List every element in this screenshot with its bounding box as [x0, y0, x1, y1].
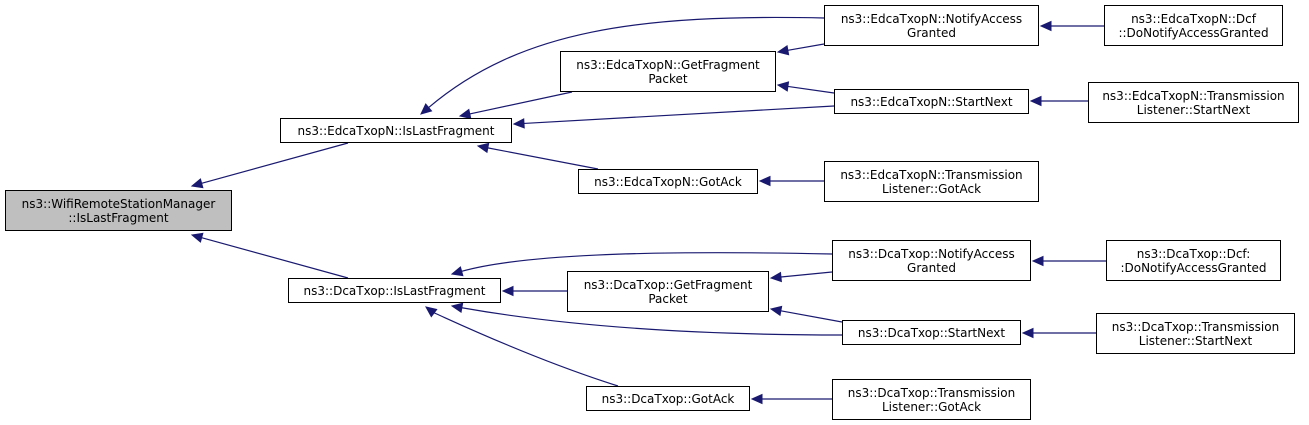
arrowhead-icon — [476, 142, 490, 154]
node-label: ns3::EdcaTxopN::Dcf — [1131, 11, 1256, 26]
edge-edca-getfrag-to-edca-islast — [458, 91, 573, 119]
edge-dca-getfrag-to-dca-islast — [501, 285, 567, 297]
edge-dca-tl-startnext-to-dca-startnext — [1021, 327, 1096, 339]
edge-line — [461, 307, 843, 336]
arrowhead-icon — [758, 175, 771, 187]
edge-edca-tl-startnext-to-edca-startnext — [1029, 95, 1088, 107]
node-edcatxopn-startnext[interactable]: ns3::EdcaTxopN::StartNext — [834, 89, 1029, 114]
arrowhead-icon — [450, 266, 464, 277]
node-label: Packet — [648, 291, 688, 306]
arrowhead-icon — [1029, 95, 1042, 107]
node-wifiremotestationmanager-islastfragment: ns3::WifiRemoteStationManager::IsLastFra… — [5, 190, 232, 231]
node-edcatxopn-islastfragment[interactable]: ns3::EdcaTxopN::IsLastFragment — [280, 118, 512, 143]
arrowhead-icon — [425, 306, 438, 318]
edge-dca-startnext-to-dca-islast — [450, 302, 843, 336]
edge-dca-tl-gotack-to-dca-gotack — [750, 393, 832, 405]
edge-line — [787, 85, 835, 94]
node-dcatxop-islastfragment[interactable]: ns3::DcaTxop::IsLastFragment — [288, 278, 501, 303]
node-label: ns3::EdcaTxopN::GetFragment — [576, 57, 760, 72]
node-label: ns3::EdcaTxopN::NotifyAccess — [840, 11, 1023, 26]
arrowhead-icon — [1021, 327, 1034, 339]
arrowhead-icon — [450, 302, 464, 314]
edge-line — [201, 237, 349, 279]
arrowhead-icon — [750, 393, 763, 405]
node-label: Packet — [648, 71, 688, 86]
node-label: ns3::DcaTxop::GetFragment — [583, 277, 753, 292]
edge-line — [487, 147, 599, 170]
edge-line — [201, 142, 349, 184]
edge-edca-islast-to-root — [190, 142, 349, 189]
node-label: ns3::DcaTxop::Transmission — [847, 385, 1016, 400]
edge-dca-gotack-to-dca-islast — [425, 306, 619, 387]
node-label: ns3::DcaTxop::Transmission — [1111, 319, 1280, 334]
node-label: ::IsLastFragment — [68, 210, 169, 225]
arrowhead-icon — [501, 285, 514, 297]
node-label: Granted — [907, 25, 956, 40]
node-label: ns3::WifiRemoteStationManager — [21, 196, 216, 211]
edge-edca-startnext-to-edca-getfrag — [776, 81, 835, 94]
node-label: ::DoNotifyAccessGranted — [1118, 25, 1269, 40]
node-dcatxop-gotack[interactable]: ns3::DcaTxop::GotAck — [586, 386, 750, 411]
node-edcatxopn-gotack[interactable]: ns3::EdcaTxopN::GotAck — [578, 169, 758, 194]
edge-line — [780, 271, 833, 278]
edge-edca-tl-gotack-to-edca-gotack — [758, 175, 824, 187]
edge-dca-dcf-donotify-to-dca-notify — [1031, 255, 1106, 267]
node-label: ns3::EdcaTxopN::Transmission — [1102, 88, 1285, 103]
node-label: ns3::DcaTxop::IsLastFragment — [303, 283, 486, 298]
edge-dca-startnext-to-dca-getfrag — [769, 305, 843, 323]
node-label: ns3::DcaTxop::Dcf: — [1136, 246, 1251, 261]
edge-dca-islast-to-root — [190, 232, 349, 279]
node-label: ns3::DcaTxop::StartNext — [857, 325, 1006, 340]
edge-dca-notify-to-dca-getfrag — [769, 271, 833, 283]
node-label: ns3::DcaTxop::GotAck — [601, 391, 735, 406]
edge-line — [428, 16, 825, 108]
node-edcatxopn-dcf-donotifyaccessgranted[interactable]: ns3::EdcaTxopN::Dcf::DoNotifyAccessGrant… — [1104, 5, 1283, 46]
arrowhead-icon — [776, 81, 790, 92]
arrowhead-icon — [1039, 20, 1052, 32]
node-label: ns3::EdcaTxopN::StartNext — [850, 94, 1013, 109]
edge-line — [433, 312, 619, 387]
edge-edca-notify-to-edca-getfrag — [776, 43, 825, 56]
arrowhead-icon — [190, 232, 204, 243]
arrowhead-icon — [190, 178, 204, 189]
node-label: ns3::EdcaTxopN::Transmission — [840, 167, 1023, 182]
edge-line — [469, 91, 573, 115]
arrowhead-icon — [776, 45, 790, 56]
node-label: Listener::StartNext — [1136, 102, 1251, 117]
arrowhead-icon — [458, 108, 472, 119]
arrowhead-icon — [769, 271, 782, 283]
arrowhead-icon — [1031, 255, 1044, 267]
edge-edca-dcf-donotify-to-edca-notify — [1039, 20, 1104, 32]
edge-edca-notify-to-edca-islast — [420, 16, 825, 115]
edge-dca-notify-to-dca-islast — [450, 252, 833, 277]
node-label: Listener::GotAck — [881, 181, 982, 196]
arrowhead-icon — [769, 305, 783, 317]
node-label: ns3::EdcaTxopN::GotAck — [594, 174, 742, 189]
node-label: Granted — [907, 260, 956, 275]
edge-line — [523, 105, 835, 125]
node-label: Listener::StartNext — [1138, 333, 1253, 348]
node-label: ns3::DcaTxop::NotifyAccess — [848, 246, 1015, 261]
node-label: ns3::EdcaTxopN::IsLastFragment — [297, 123, 495, 138]
node-label: :DoNotifyAccessGranted — [1120, 260, 1267, 275]
arrowhead-icon — [420, 103, 433, 115]
edge-line — [787, 43, 825, 51]
arrowhead-icon — [512, 118, 525, 129]
node-dcatxop-startnext[interactable]: ns3::DcaTxop::StartNext — [842, 320, 1021, 345]
edge-edca-gotack-to-edca-islast — [476, 142, 599, 170]
edge-line — [780, 310, 843, 323]
node-label: Listener::GotAck — [881, 399, 982, 414]
edge-edca-startnext-to-edca-islast — [512, 105, 835, 129]
edge-line — [461, 252, 833, 272]
node-dcatxop-dcf-donotifyaccessgranted[interactable]: ns3::DcaTxop::Dcf::DoNotifyAccessGranted — [1106, 240, 1281, 281]
